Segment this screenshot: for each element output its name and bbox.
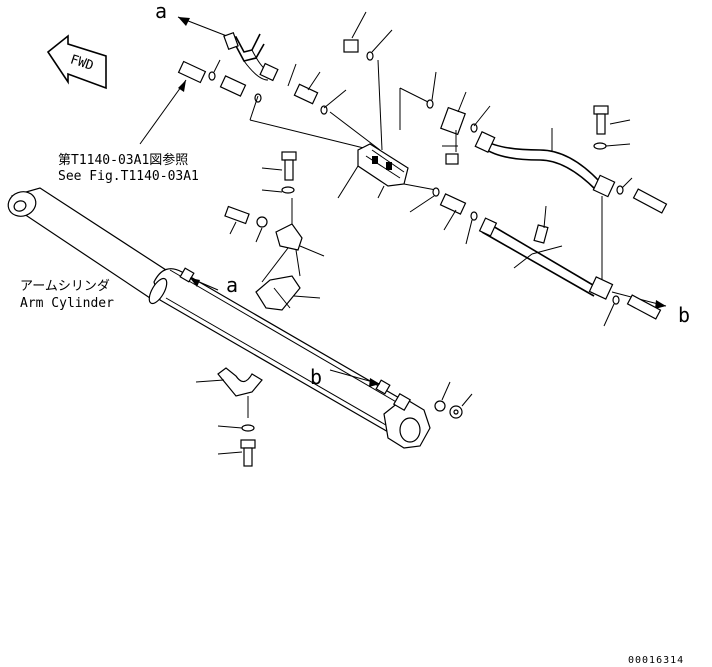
fitting-connector-left <box>219 75 381 153</box>
cylinder-clamp-upper <box>255 275 321 311</box>
arrow-b-right: b <box>603 291 690 327</box>
bolt-top-right <box>593 105 668 214</box>
arrow-a-top: a <box>155 0 233 39</box>
reference-label-en: See Fig.T1140-03A1 <box>58 169 199 184</box>
arm-cylinder <box>7 187 431 449</box>
fitting-adapter-right <box>409 187 478 245</box>
bracket-fasteners <box>224 151 297 243</box>
pipe-lower <box>478 205 614 300</box>
pipe-upper <box>474 128 616 282</box>
plug-top <box>343 11 393 151</box>
reference-callout: 第T1140-03A1図参照 See Fig.T1140-03A1 <box>58 79 199 184</box>
head-washers <box>434 381 473 419</box>
arrow-a-mid: a <box>189 273 238 297</box>
arrow-b-right-label: b <box>678 303 690 327</box>
arrow-a-mid-label: a <box>226 273 238 297</box>
arm-cylinder-label: アームシリンダ Arm Cylinder <box>20 279 114 311</box>
reference-label-jp: 第T1140-03A1図参照 <box>58 152 188 168</box>
arm-cylinder-label-jp: アームシリンダ <box>20 279 110 294</box>
fwd-label: FWD <box>68 52 95 74</box>
fwd-arrow-icon: FWD <box>46 34 107 90</box>
drawing-number: 00016314 <box>628 655 684 666</box>
arrow-b-mid-label: b <box>310 365 322 389</box>
fitting-adapter-mid <box>287 63 381 151</box>
valve-block <box>337 143 437 199</box>
fitting-elbow-right <box>399 71 491 165</box>
arrow-b-mid: b <box>310 365 381 389</box>
cylinder-clamp-lower <box>195 367 263 467</box>
arrow-a-top-label: a <box>155 0 167 23</box>
bracket-upper <box>261 223 325 283</box>
fitting-elbow-left <box>177 59 221 84</box>
hose-top-left <box>223 31 279 82</box>
arm-cylinder-label-en: Arm Cylinder <box>20 296 114 311</box>
